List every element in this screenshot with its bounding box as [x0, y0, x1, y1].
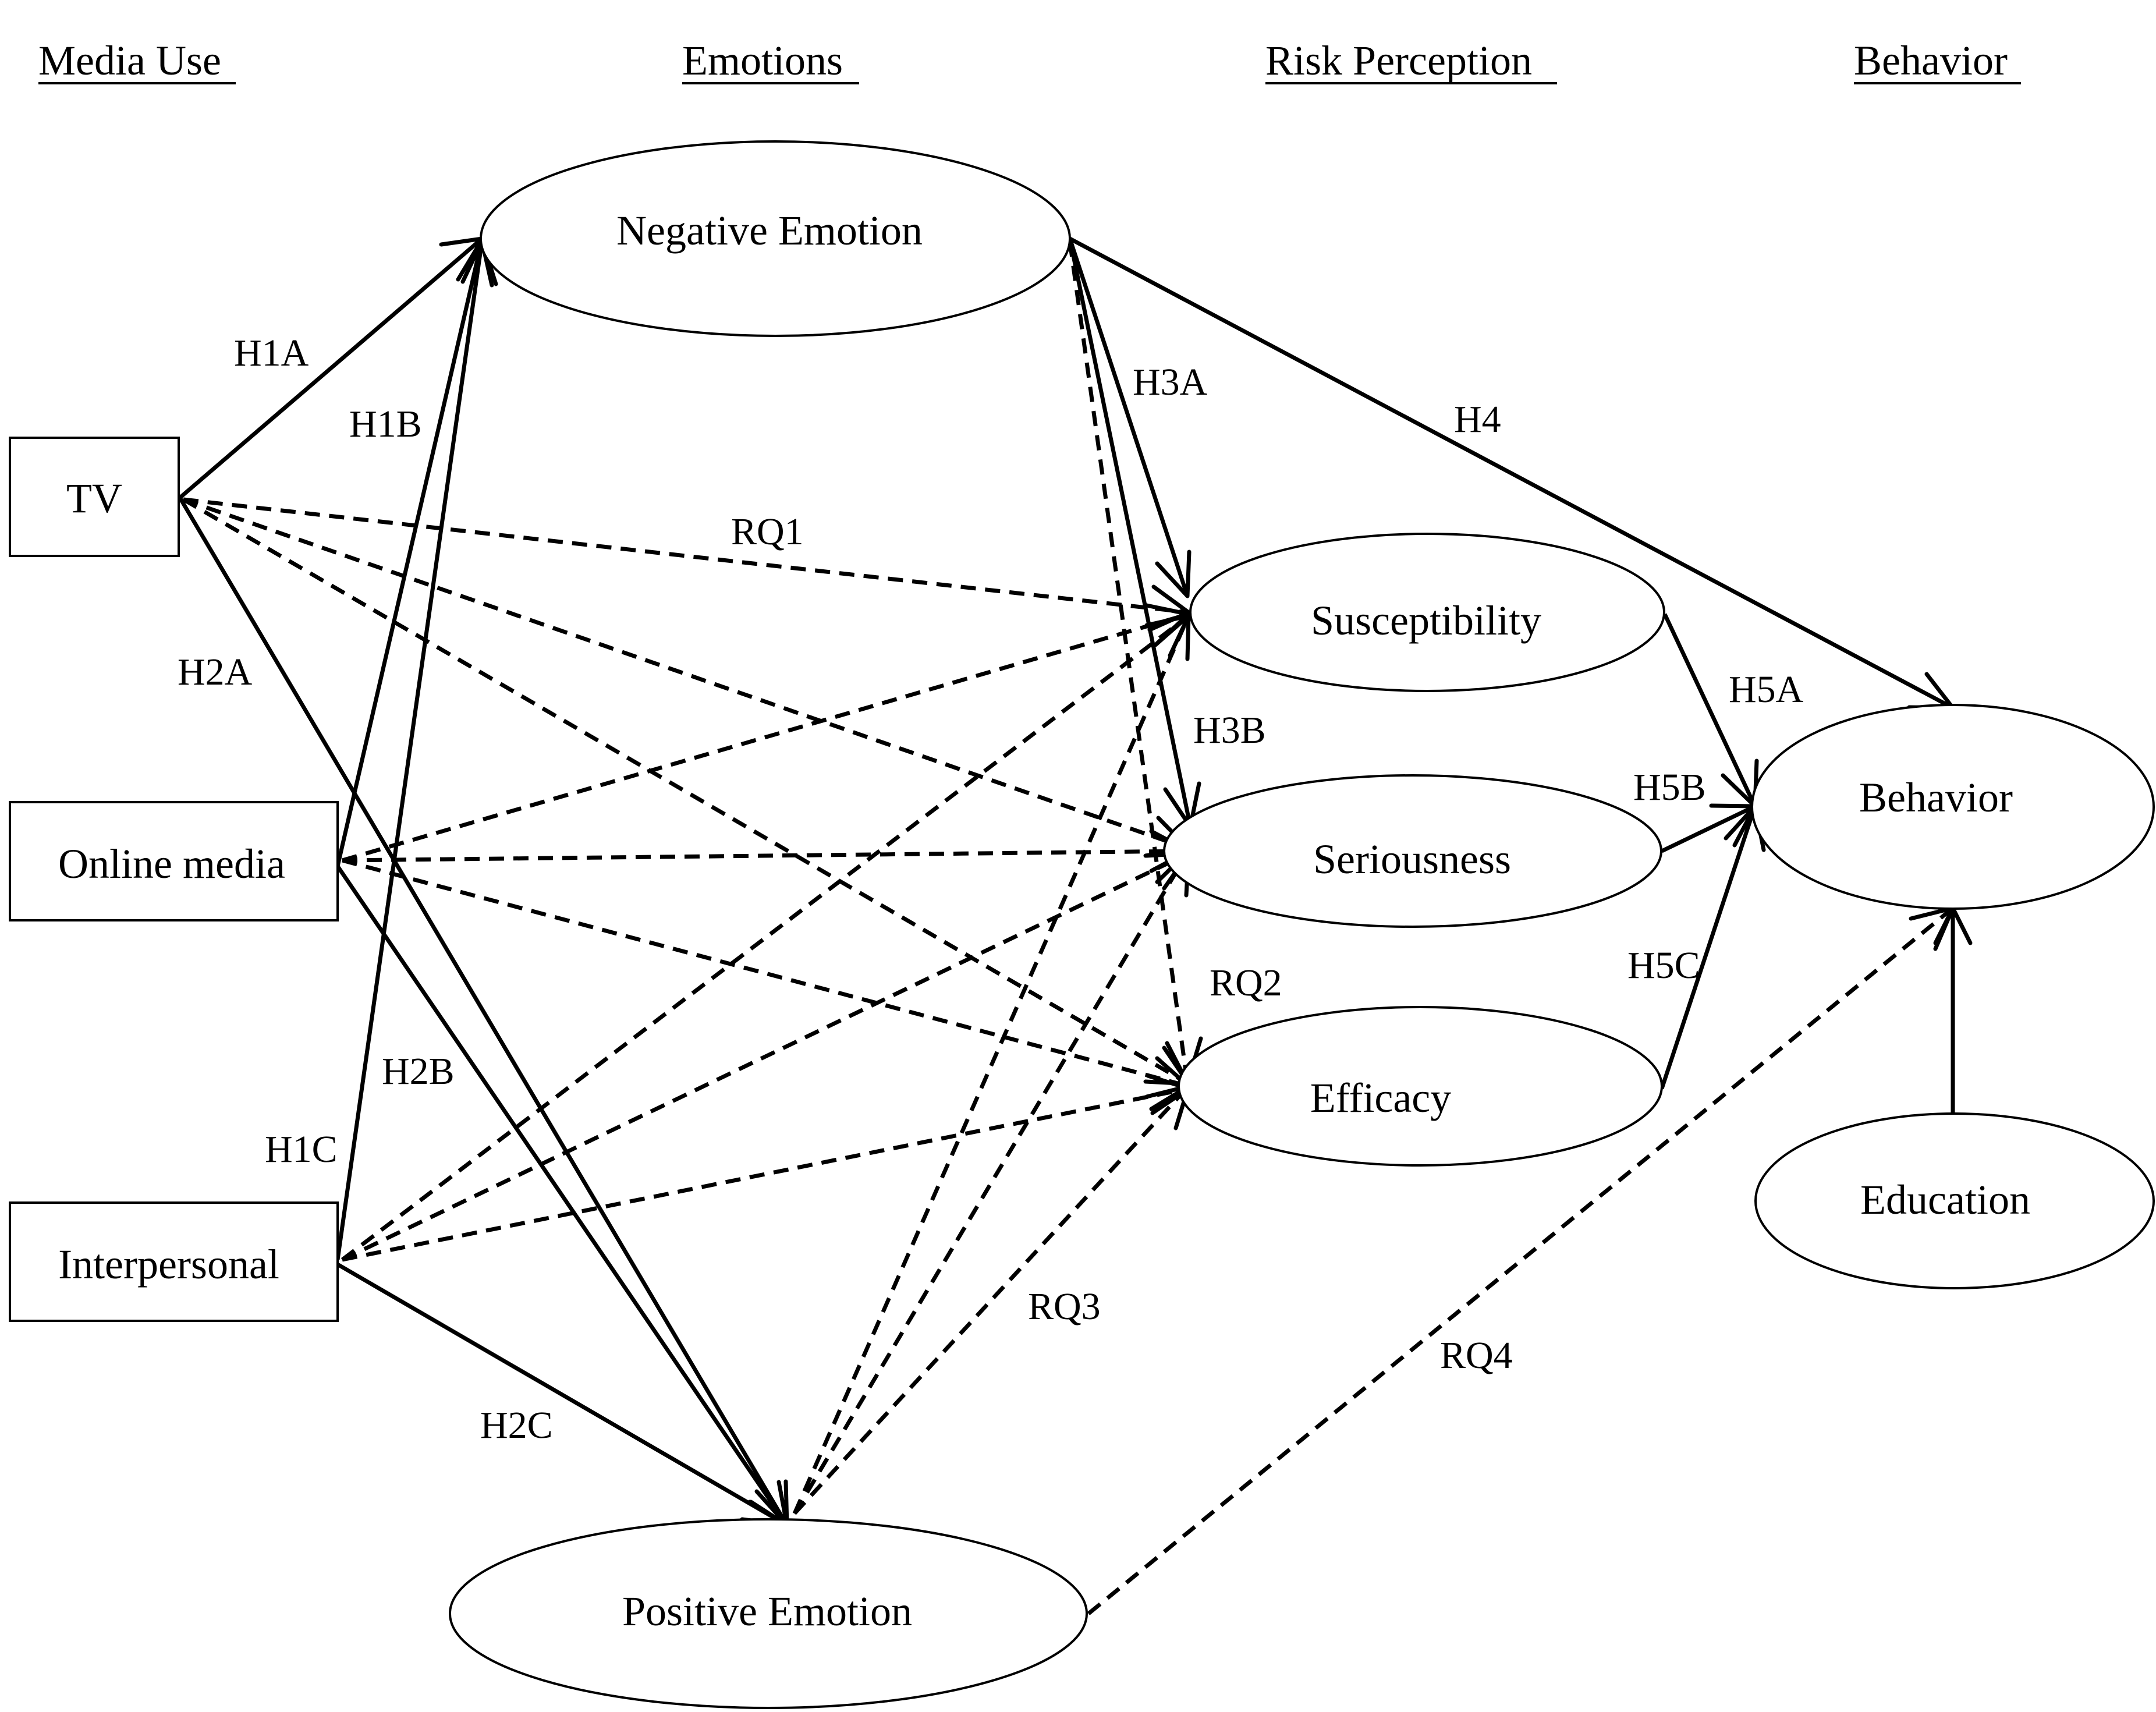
node-negative-emotion-ellipse [480, 140, 1071, 337]
arrow-online-seriousness [342, 849, 1189, 863]
node-efficacy: Efficacy [1178, 1006, 1663, 1167]
arrow-h5a [1662, 613, 1757, 807]
edge-label-h2c: H2C [480, 1404, 553, 1447]
arrow-positive-efficacy [793, 1084, 1190, 1515]
arrow-tv-seriousness [182, 497, 1190, 851]
node-tv-label: TV [66, 475, 122, 522]
edge-label-h4: H4 [1454, 398, 1501, 441]
arrow-h1a [178, 237, 484, 499]
column-header-media-use: Media Use [38, 37, 221, 84]
arrow-tv-efficacy [182, 497, 1190, 1086]
node-tv: TV [9, 437, 180, 557]
column-headers: Media Use Emotions Risk Perception Behav… [38, 37, 2021, 84]
node-positive-emotion-ellipse [449, 1518, 1088, 1709]
arrow-online-susceptibility [342, 612, 1189, 863]
edge-label-h5c: H5C [1627, 944, 1700, 987]
column-header-risk-perception: Risk Perception [1265, 37, 1532, 84]
column-header-behavior: Behavior [1854, 37, 2008, 84]
edge-labels: H1A H1B H1C H2A H2B H2C H3A H3B H4 H5A H… [178, 332, 1804, 1447]
node-seriousness-ellipse [1163, 774, 1662, 928]
node-efficacy-label: Efficacy [1310, 1075, 1452, 1121]
arrow-online-efficacy [342, 858, 1189, 1089]
node-education: Education [1754, 1112, 2155, 1289]
node-susceptibility-ellipse [1189, 533, 1665, 692]
arrow-h2c [336, 1262, 788, 1527]
arrowhead-positive-susceptibility [1153, 614, 1191, 661]
arrow-rq2-negative-efficacy [1068, 241, 1190, 1083]
arrow-positive-susceptibility [792, 615, 1191, 1515]
node-seriousness: Seriousness [1163, 774, 1662, 928]
arrow-h3b [1068, 238, 1193, 827]
arrow-rq3-positive-seriousness [792, 850, 1191, 1515]
edge-label-h1c: H1C [265, 1128, 338, 1171]
node-online-media-box [9, 801, 339, 921]
edge-label-h2b: H2B [382, 1050, 455, 1093]
column-header-emotions: Emotions [682, 37, 843, 84]
arrow-h1b [335, 239, 484, 867]
node-behavior-label: Behavior [1859, 774, 2013, 821]
arrow-h1c [335, 240, 484, 1260]
edge-label-h5b: H5B [1633, 766, 1706, 809]
edge-label-h1b: H1B [349, 403, 422, 445]
arrow-interpersonal-seriousness [341, 851, 1190, 1262]
arrowhead-h3a [1155, 550, 1192, 598]
node-interpersonal-box [9, 1201, 339, 1322]
node-online-media: Online media [9, 801, 339, 921]
arrow-h5b [1661, 804, 1756, 853]
arrow-h4 [1069, 236, 1954, 710]
nodes: TV Online media Interpersonal Negative E… [9, 140, 2155, 1709]
edge-label-rq1: RQ1 [731, 511, 804, 553]
node-susceptibility-label: Susceptibility [1311, 597, 1541, 644]
solid-arrows [178, 236, 1973, 1527]
arrow-h2a [178, 497, 789, 1526]
edge-label-h5a: H5A [1729, 668, 1804, 711]
arrow-interpersonal-susceptibility [341, 614, 1190, 1261]
edge-label-h3a: H3A [1133, 361, 1208, 403]
arrow-rq1-tv-susceptibility [183, 497, 1189, 615]
arrow-h5c [1659, 805, 1757, 1090]
node-negative-emotion-label: Negative Emotion [616, 207, 923, 254]
node-efficacy-ellipse [1178, 1006, 1663, 1167]
node-interpersonal: Interpersonal [9, 1201, 339, 1322]
edge-label-rq2: RQ2 [1210, 962, 1282, 1004]
edge-label-rq4: RQ4 [1440, 1334, 1513, 1377]
node-behavior-ellipse [1751, 704, 2155, 910]
edge-label-rq3: RQ3 [1028, 1285, 1101, 1328]
node-negative-emotion: Negative Emotion [480, 140, 1071, 337]
edge-label-h1a: H1A [234, 332, 309, 374]
arrow-h2b [336, 865, 789, 1526]
node-seriousness-label: Seriousness [1313, 836, 1511, 882]
edge-label-h3b: H3B [1193, 709, 1266, 752]
node-positive-emotion-label: Positive Emotion [622, 1588, 912, 1635]
node-online-media-label: Online media [58, 841, 285, 887]
node-positive-emotion: Positive Emotion [449, 1518, 1088, 1709]
node-interpersonal-label: Interpersonal [58, 1241, 279, 1288]
node-behavior: Behavior [1751, 704, 2155, 910]
edge-label-h2a: H2A [178, 651, 253, 693]
arrow-interpersonal-efficacy [342, 1086, 1189, 1262]
node-education-ellipse [1754, 1112, 2155, 1289]
node-tv-box [9, 437, 180, 557]
arrow-rq4-positive-behavior [1087, 906, 1955, 1615]
node-susceptibility: Susceptibility [1189, 533, 1665, 692]
node-education-label: Education [1860, 1176, 2030, 1223]
dashed-arrows [182, 241, 1955, 1615]
arrow-h3a [1068, 238, 1190, 597]
